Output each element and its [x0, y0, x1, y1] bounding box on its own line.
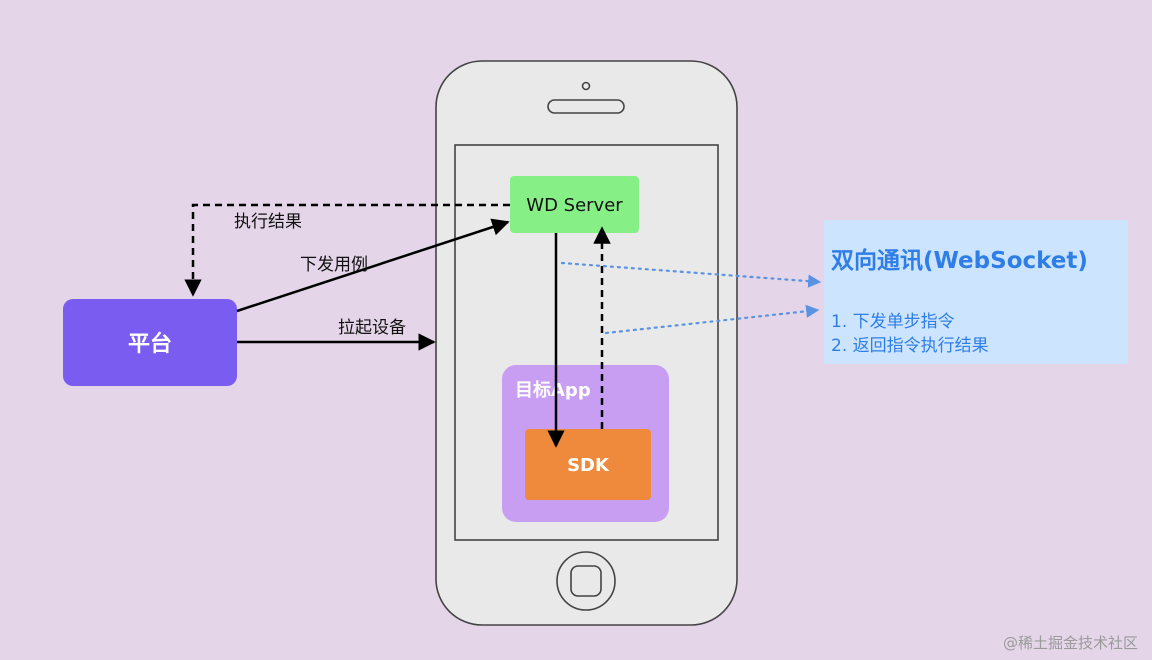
phone-speaker — [547, 99, 625, 114]
watermark: @稀土掘金技术社区 — [1003, 634, 1138, 652]
ws-connector-top — [560, 261, 822, 288]
platform-box — [63, 299, 237, 386]
wd-server-label: WD Server — [526, 195, 623, 216]
websocket-title: 双向通讯(WebSocket) — [831, 247, 1088, 274]
wd-server-box — [510, 176, 639, 233]
websocket-panel — [824, 220, 1128, 364]
dispatch-arrow-label: 下发用例 — [300, 255, 368, 275]
launch-arrow-label: 拉起设备 — [338, 318, 406, 338]
phone-camera — [581, 81, 591, 91]
result-arrow-label: 执行结果 — [234, 212, 302, 232]
phone-device — [435, 60, 738, 626]
websocket-item: 2. 返回指令执行结果 — [831, 336, 989, 356]
home-button-inner — [570, 565, 602, 597]
sdk-label: SDK — [567, 455, 610, 476]
ws-connector-bottom — [604, 304, 820, 335]
result-arrow — [184, 203, 510, 297]
websocket-item: 1. 下发单步指令 — [831, 312, 955, 332]
platform-label: 平台 — [128, 331, 172, 357]
target-app-label: 目标App — [515, 379, 591, 401]
home-button — [556, 551, 616, 611]
dispatch-arrow — [236, 218, 510, 313]
